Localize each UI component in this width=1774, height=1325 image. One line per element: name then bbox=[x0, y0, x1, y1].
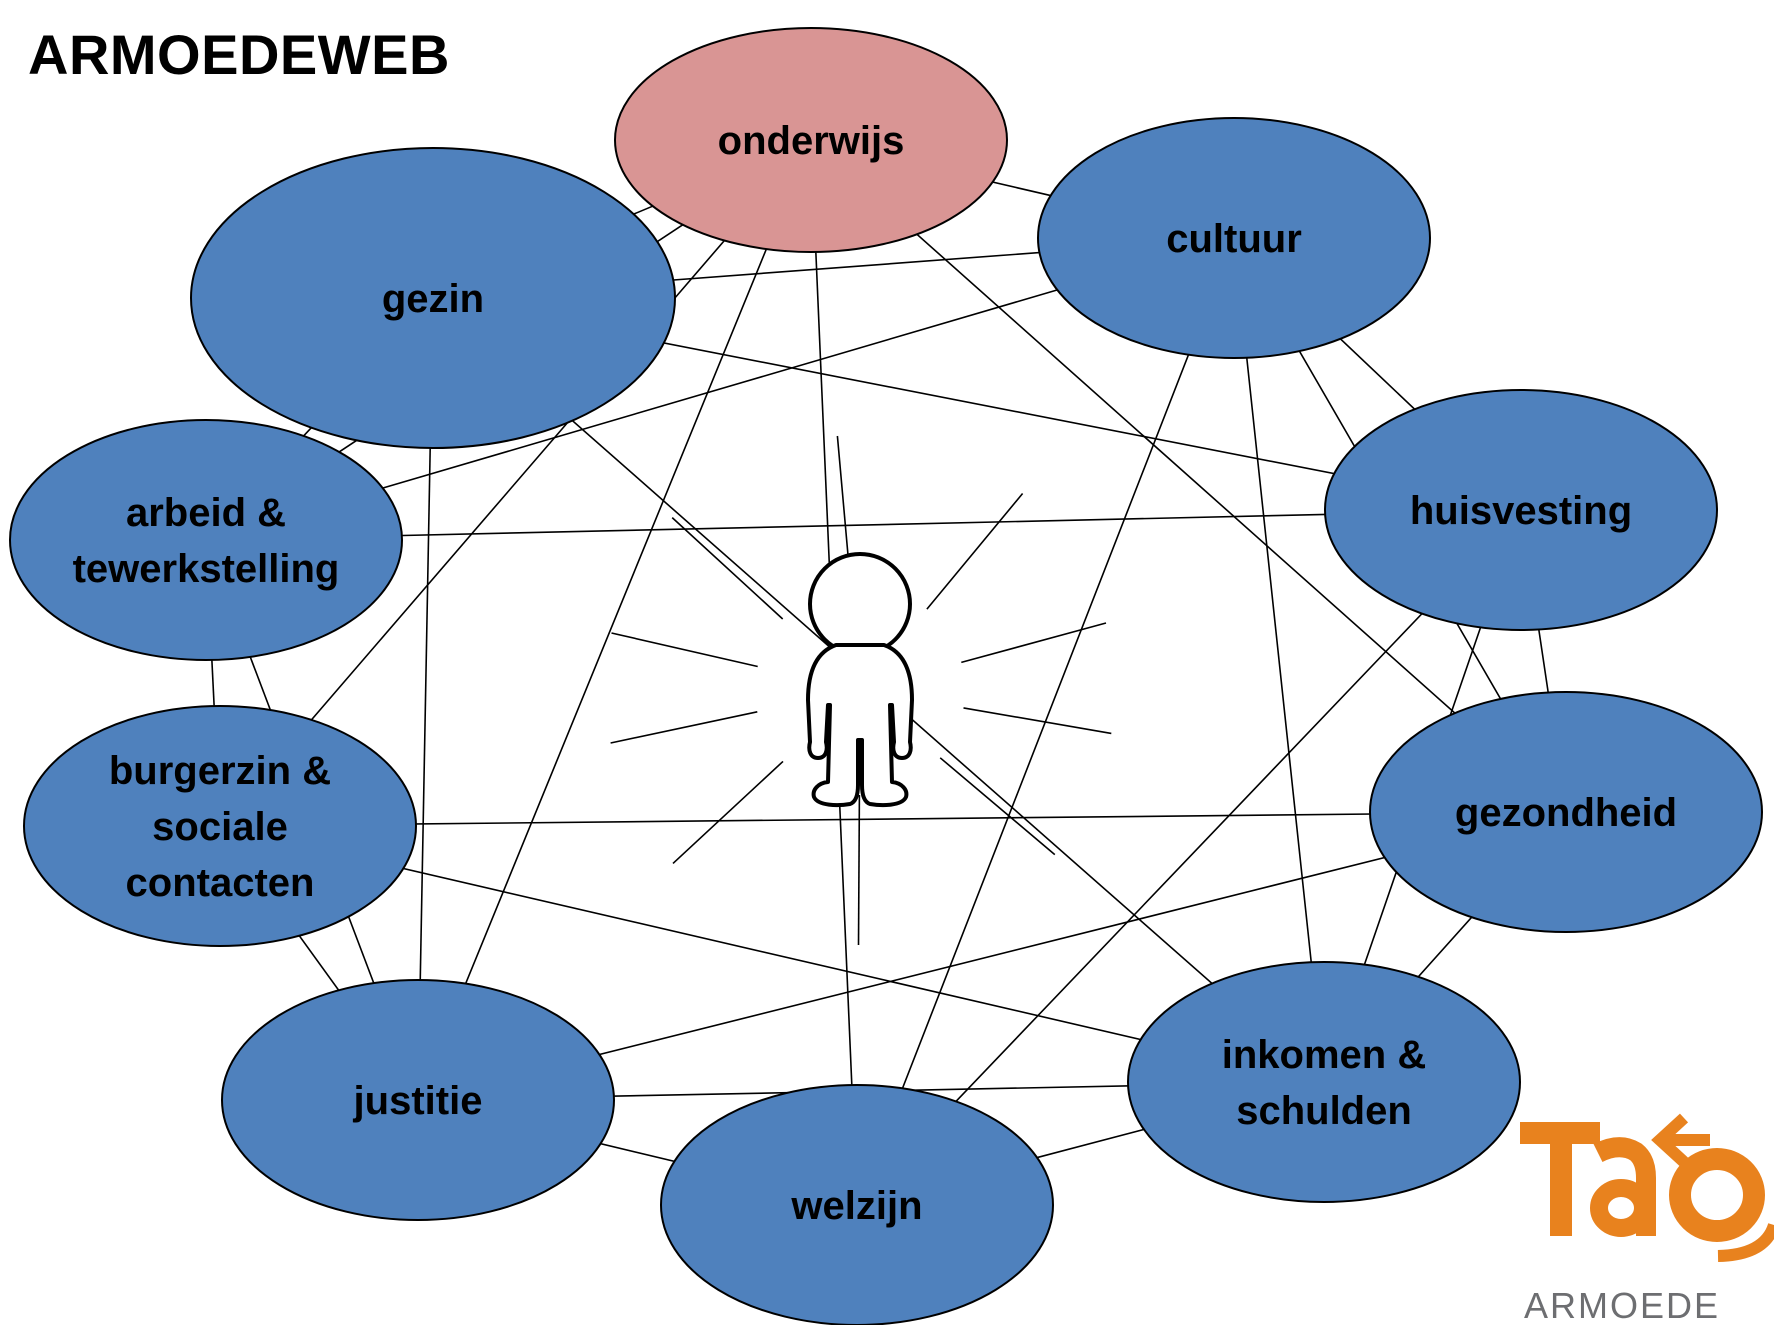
connection-gezondheid-justitie bbox=[417, 811, 1567, 1101]
node-label-gezin: gezin bbox=[382, 277, 484, 321]
node-label-onderwijs: onderwijs bbox=[718, 119, 905, 163]
node-shape-welzijn bbox=[660, 1084, 1054, 1325]
node-shape-gezin bbox=[190, 147, 676, 449]
node-label-inkomen: inkomen & bbox=[1222, 1033, 1426, 1077]
node-shape-arbeid bbox=[9, 419, 403, 661]
node-onderwijs: onderwijs bbox=[614, 27, 1008, 253]
node-label-arbeid: arbeid & bbox=[126, 491, 286, 535]
node-arbeid: arbeid & tewerkstelling bbox=[9, 419, 403, 661]
node-gezin: gezin bbox=[190, 147, 676, 449]
node-label-burgerzin: contacten bbox=[126, 861, 315, 905]
spoke-huisvesting bbox=[961, 622, 1107, 664]
node-shape-onderwijs bbox=[614, 27, 1008, 253]
spoke-arbeid bbox=[611, 632, 758, 668]
spoke-gezin bbox=[671, 517, 784, 620]
node-label-justitie: justitie bbox=[353, 1079, 483, 1123]
node-label-burgerzin: burgerzin & bbox=[109, 749, 331, 793]
node-shape-burgerzin bbox=[23, 705, 417, 947]
spoke-welzijn bbox=[857, 794, 861, 946]
node-shape-justitie bbox=[221, 979, 615, 1221]
connection-cultuur-inkomen bbox=[1233, 237, 1325, 1083]
spoke-gezondheid bbox=[963, 707, 1112, 735]
tao-armoede-logo: ARMOEDE bbox=[1520, 1113, 1774, 1325]
node-welzijn: welzijn bbox=[660, 1084, 1054, 1325]
tao-logo-icon bbox=[1520, 1113, 1774, 1262]
node-label-welzijn: welzijn bbox=[790, 1184, 922, 1228]
logo-subtitle: ARMOEDE bbox=[1524, 1285, 1720, 1325]
spoke-justitie bbox=[672, 760, 784, 864]
node-label-burgerzin: sociale bbox=[152, 805, 288, 849]
person-spokes bbox=[610, 435, 1112, 946]
spoke-burgerzin bbox=[610, 711, 758, 744]
topic-nodes: onderwijs cultuur huisvesting gezondheid ink… bbox=[9, 27, 1763, 1325]
node-inkomen: inkomen & schulden bbox=[1127, 961, 1521, 1203]
node-shape-cultuur bbox=[1037, 117, 1431, 359]
page-title: ARMOEDEWEB bbox=[28, 23, 450, 86]
connection-gezondheid-burgerzin bbox=[219, 811, 1567, 827]
node-huisvesting: huisvesting bbox=[1324, 389, 1718, 631]
connection-onderwijs-burgerzin bbox=[219, 139, 812, 827]
node-label-huisvesting: huisvesting bbox=[1410, 489, 1632, 533]
node-burgerzin: burgerzin & sociale contacten bbox=[23, 705, 417, 947]
node-shape-inkomen bbox=[1127, 961, 1521, 1203]
node-shape-gezondheid bbox=[1369, 691, 1763, 933]
node-shape-huisvesting bbox=[1324, 389, 1718, 631]
node-cultuur: cultuur bbox=[1037, 117, 1431, 359]
spoke-inkomen bbox=[939, 757, 1056, 856]
node-label-cultuur: cultuur bbox=[1166, 217, 1302, 261]
node-justitie: justitie bbox=[221, 979, 615, 1221]
node-gezondheid: gezondheid bbox=[1369, 691, 1763, 933]
connection-onderwijs-gezondheid bbox=[810, 139, 1567, 813]
connection-huisvesting-arbeid bbox=[205, 509, 1522, 541]
spoke-cultuur bbox=[926, 492, 1024, 610]
node-label-arbeid: tewerkstelling bbox=[73, 547, 340, 591]
node-label-gezondheid: gezondheid bbox=[1455, 791, 1677, 835]
connection-onderwijs-justitie bbox=[417, 139, 812, 1101]
node-label-inkomen: schulden bbox=[1236, 1089, 1412, 1133]
person-icon bbox=[806, 552, 914, 808]
